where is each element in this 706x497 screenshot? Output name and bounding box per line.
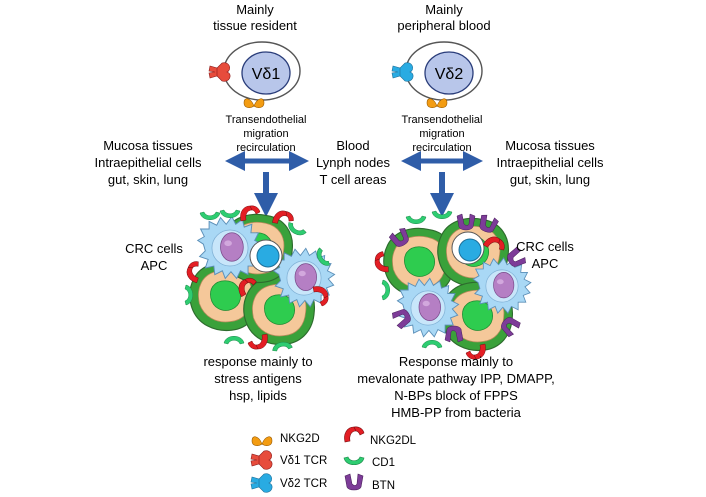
cd1-receptor-icon xyxy=(381,279,391,301)
left-cell-cluster xyxy=(182,205,336,353)
cd1-receptor-icon xyxy=(223,335,245,345)
legend-btn: BTN xyxy=(372,480,395,492)
cd1-receptor-icon xyxy=(219,209,241,219)
left-tissues-line-3: gut, skin, lung xyxy=(108,172,188,187)
left-targets-line-2: APC xyxy=(141,258,168,273)
left-response-line-3: hsp, lipids xyxy=(229,388,287,403)
right-transit-line-3: recirculation xyxy=(412,142,471,154)
legend-vd2-tcr: Vδ2 TCR xyxy=(280,478,327,490)
blood-line-3: T cell areas xyxy=(320,172,387,187)
vd1-t-cell: Vδ1 xyxy=(208,41,301,109)
right-targets-line-1: CRC cells xyxy=(516,239,574,254)
right-transit-line-1: Transendothelial xyxy=(402,114,483,126)
right-transit-line-2: migration xyxy=(419,128,464,140)
left-header-line-2: tissue resident xyxy=(213,18,297,33)
right-cell-cluster xyxy=(372,210,532,360)
left-response-line-1: response mainly to xyxy=(203,354,312,369)
cd1-receptor-icon xyxy=(199,211,221,221)
right-response-line-3: N-BPs block of FPPS xyxy=(394,388,518,403)
legend-nkg2d: NKG2D xyxy=(280,433,320,445)
nkg2dl-legend-icon xyxy=(343,426,365,443)
left-tissues-line-2: Intraepithelial cells xyxy=(95,155,202,170)
btn-legend-icon xyxy=(344,473,364,491)
vd1-cell-label: Vδ1 xyxy=(252,66,281,83)
right-header-line-2: peripheral blood xyxy=(397,18,490,33)
blood-line-1: Blood xyxy=(336,138,369,153)
left-header-line-1: Mainly xyxy=(236,2,274,17)
left-response-line-2: stress antigens xyxy=(214,371,302,386)
left-transit-line-1: Transendothelial xyxy=(226,114,307,126)
right-response-line-2: mevalonate pathway IPP, DMAPP, xyxy=(357,371,555,386)
right-tissues-line-1: Mucosa tissues xyxy=(505,138,595,153)
right-tissues-line-2: Intraepithelial cells xyxy=(497,155,604,170)
vd1-tcr-receptor-icon xyxy=(208,62,231,82)
legend: NKG2D Vδ1 TCR Vδ2 TCR NKG2DL CD1 BTN xyxy=(250,426,417,493)
vd1-tcr-legend-icon xyxy=(250,450,273,470)
right-header-line-1: Mainly xyxy=(425,2,463,17)
cd1-receptor-icon xyxy=(405,215,427,225)
cd1-legend-icon xyxy=(343,456,365,466)
legend-vd1-tcr: Vδ1 TCR xyxy=(280,455,327,467)
vd2-cell-label: Vδ2 xyxy=(435,66,464,83)
right-response-line-4: HMB-PP from bacteria xyxy=(391,405,522,420)
legend-nkg2dl: NKG2DL xyxy=(370,435,417,447)
right-targets-line-2: APC xyxy=(532,256,559,271)
cd1-receptor-icon xyxy=(431,210,453,220)
left-transit-line-2: migration xyxy=(243,128,288,140)
blood-line-2: Lynph nodes xyxy=(316,155,390,170)
vd2-tcr-receptor-icon xyxy=(391,62,414,82)
right-response-line-1: Response mainly to xyxy=(399,354,513,369)
left-transit-line-3: recirculation xyxy=(236,142,295,154)
legend-cd1: CD1 xyxy=(372,457,395,469)
left-tissues-line-1: Mucosa tissues xyxy=(103,138,193,153)
nkg2d-legend-icon xyxy=(251,436,273,447)
right-tissues-line-3: gut, skin, lung xyxy=(510,172,590,187)
vd2-t-cell-small xyxy=(451,231,485,265)
vd2-t-cell: Vδ2 xyxy=(391,41,483,109)
vd1-t-cell-small xyxy=(249,239,283,273)
cd1-receptor-icon xyxy=(421,339,443,349)
left-targets-line-1: CRC cells xyxy=(125,241,183,256)
vd2-tcr-legend-icon xyxy=(250,473,273,493)
